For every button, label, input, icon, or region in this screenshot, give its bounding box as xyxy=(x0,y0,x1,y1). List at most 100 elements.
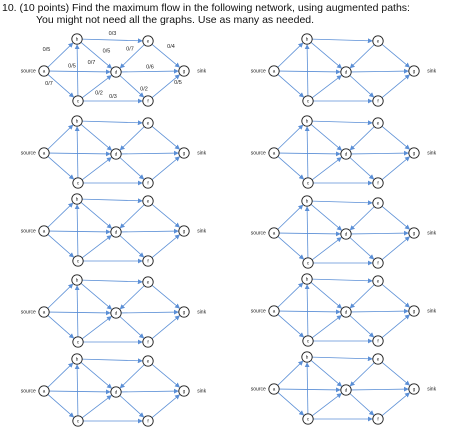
edge-d-g xyxy=(121,388,179,394)
node-a xyxy=(38,385,50,397)
edge-a-c xyxy=(277,156,305,180)
node-b xyxy=(71,33,83,45)
node-d xyxy=(340,384,352,396)
edge-capacity-label: 0/2 xyxy=(95,91,103,97)
edge-capacity-label: 0/7 xyxy=(88,60,96,66)
node-e xyxy=(372,275,384,287)
node-b xyxy=(301,351,313,363)
edge-b-d xyxy=(310,282,343,309)
node-b xyxy=(71,274,83,286)
node-c xyxy=(72,177,84,189)
node-label-a: a xyxy=(43,310,46,315)
node-d xyxy=(340,148,352,160)
edge-a-c xyxy=(277,392,305,416)
edge-c-d xyxy=(81,316,112,340)
node-f xyxy=(142,255,154,267)
edge-d-g xyxy=(351,308,409,314)
node-b xyxy=(71,193,83,205)
sink-label: sink xyxy=(427,231,436,237)
node-d xyxy=(110,386,122,398)
node-f xyxy=(142,95,154,107)
node-label-c: c xyxy=(77,99,80,104)
edge-f-g xyxy=(381,314,411,338)
edge-b-e xyxy=(312,200,373,206)
node-label-c: c xyxy=(77,259,80,264)
edge-b-e xyxy=(82,120,143,126)
edge-b-e xyxy=(312,38,373,44)
node-label-b: b xyxy=(76,278,79,283)
node-e xyxy=(142,276,154,288)
node-c xyxy=(72,336,84,348)
edge-d-f xyxy=(349,393,375,416)
node-c xyxy=(302,413,314,425)
edge-capacity-label: 0/3 xyxy=(109,94,117,100)
node-label-a: a xyxy=(43,229,46,234)
node-label-f: f xyxy=(147,259,149,264)
edge-c-b xyxy=(74,364,80,416)
edge-b-d xyxy=(80,362,113,389)
edge-c-d xyxy=(81,235,112,259)
node-label-g: g xyxy=(413,69,416,74)
node-f xyxy=(372,413,384,425)
edge-e-g xyxy=(151,285,181,309)
node-e xyxy=(142,35,154,47)
edge-a-b xyxy=(47,202,74,228)
node-f xyxy=(142,177,154,189)
edge-c-d xyxy=(81,395,112,419)
node-label-f: f xyxy=(147,181,149,186)
sink-label: sink xyxy=(197,229,206,235)
node-label-d: d xyxy=(345,310,348,315)
node-d xyxy=(340,228,352,240)
node-label-g: g xyxy=(183,69,186,74)
sink-label: sink xyxy=(197,310,206,316)
edge-b-d xyxy=(310,204,343,231)
node-g xyxy=(408,65,420,77)
source-label: source xyxy=(251,231,266,237)
edge-e-d xyxy=(349,362,375,387)
edge-d-g xyxy=(121,309,179,315)
edge-a-b xyxy=(277,360,304,386)
edge-d-g xyxy=(121,150,179,156)
edge-e-g xyxy=(381,362,411,386)
edge-a-d xyxy=(279,309,341,315)
node-e xyxy=(142,195,154,207)
node-g xyxy=(178,225,190,237)
edge-b-d xyxy=(80,42,113,69)
edge-e-d xyxy=(349,126,375,151)
node-label-f: f xyxy=(147,99,149,104)
node-label-d: d xyxy=(115,390,118,395)
edge-a-d xyxy=(279,231,341,237)
node-c xyxy=(72,255,84,267)
node-label-a: a xyxy=(273,309,276,314)
node-f xyxy=(142,336,154,348)
node-label-g: g xyxy=(413,231,416,236)
node-b xyxy=(301,33,313,45)
node-label-a: a xyxy=(273,231,276,236)
edge-f-g xyxy=(381,236,411,260)
node-label-f: f xyxy=(377,339,379,344)
edge-e-d xyxy=(119,126,145,151)
node-label-c: c xyxy=(307,261,310,266)
node-b xyxy=(71,115,83,127)
node-d xyxy=(340,66,352,78)
node-b xyxy=(301,115,313,127)
node-g xyxy=(408,147,420,159)
node-label-b: b xyxy=(76,197,79,202)
node-label-b: b xyxy=(76,357,79,362)
source-label: source xyxy=(251,69,266,75)
edge-d-f xyxy=(119,316,145,339)
node-a xyxy=(268,227,280,239)
node-f xyxy=(372,177,384,189)
node-label-c: c xyxy=(77,181,80,186)
node-label-f: f xyxy=(377,261,379,266)
edge-a-d xyxy=(49,151,111,157)
edge-a-d xyxy=(279,387,341,393)
edge-e-g xyxy=(381,206,411,230)
node-c xyxy=(302,335,314,347)
edge-e-d xyxy=(119,285,145,310)
node-label-e: e xyxy=(147,359,150,364)
node-label-g: g xyxy=(413,309,416,314)
edge-a-b xyxy=(47,362,74,388)
